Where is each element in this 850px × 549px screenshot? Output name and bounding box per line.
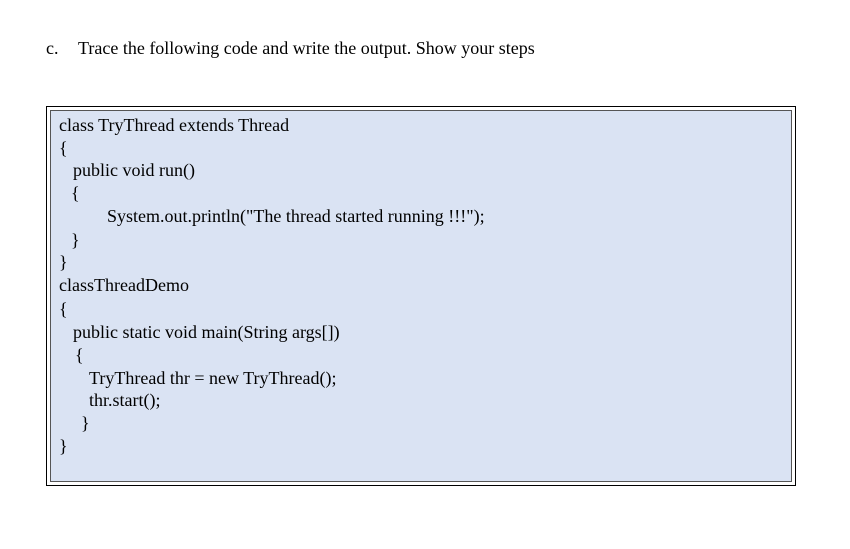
code-line: TryThread thr = new TryThread();	[89, 368, 337, 388]
code-line: }	[81, 413, 90, 433]
question-label: c.	[46, 38, 59, 58]
question-heading: c. Trace the following code and write the…	[46, 38, 535, 59]
code-line: thr.start();	[89, 390, 161, 410]
code-block: class TryThread extends Thread { public …	[50, 110, 792, 482]
code-line: public void run()	[73, 160, 195, 180]
code-line: }	[59, 252, 68, 272]
code-line: {	[59, 138, 68, 158]
code-line: {	[71, 183, 80, 203]
code-line: {	[59, 299, 68, 319]
code-line: }	[59, 436, 68, 456]
code-line: classThreadDemo	[59, 275, 189, 295]
code-line: System.out.println("The thread started r…	[107, 206, 485, 226]
code-line: public static void main(String args[])	[73, 322, 340, 342]
code-box: class TryThread extends Thread { public …	[46, 106, 796, 486]
code-line: }	[71, 230, 80, 250]
code-line: class TryThread extends Thread	[59, 115, 290, 135]
code-line: {	[75, 345, 84, 365]
question-text: Trace the following code and write the o…	[78, 38, 535, 58]
